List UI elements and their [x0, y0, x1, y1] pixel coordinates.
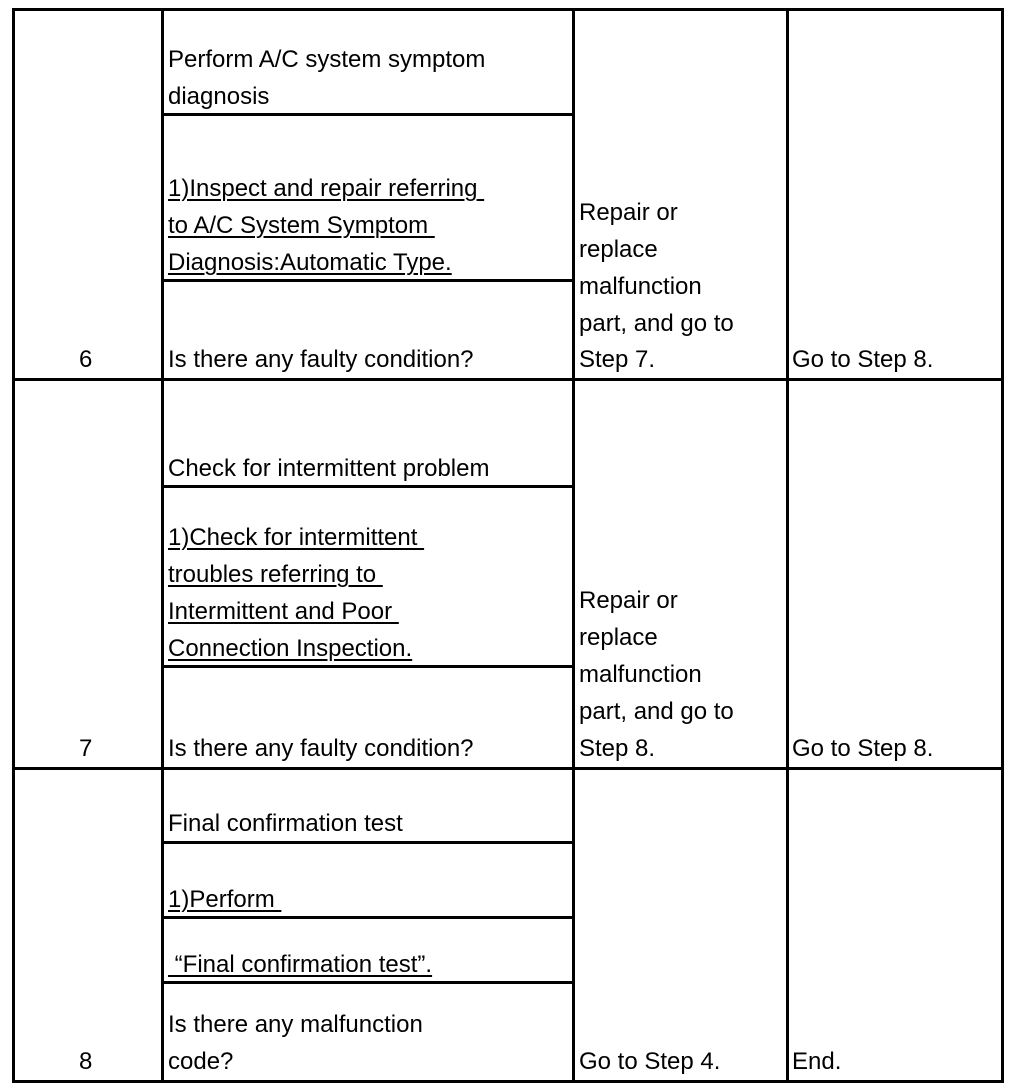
yes-action: malfunction	[579, 661, 702, 688]
no-cell-6	[786, 8, 1004, 381]
no-action: Go to Step 8.	[792, 346, 934, 373]
check-question: code?	[168, 1048, 234, 1075]
divider-line	[161, 981, 572, 984]
yes-action: replace	[579, 236, 658, 263]
step-cell-6	[12, 8, 164, 381]
check-question: Is there any malfunction	[168, 1011, 423, 1038]
instruction-link[interactable]: Intermittent and Poor	[168, 598, 399, 625]
yes-action: Go to Step 4.	[579, 1048, 721, 1075]
divider-line	[161, 279, 572, 282]
yes-action: malfunction	[579, 273, 702, 300]
step-cell-7	[12, 378, 164, 770]
check-question: Is there any faulty condition?	[168, 346, 474, 373]
check-title: Perform A/C system symptom	[168, 46, 486, 73]
instruction-link[interactable]: 1)Perform	[168, 886, 282, 913]
no-action: End.	[792, 1048, 842, 1075]
divider-line	[161, 665, 572, 668]
divider-line	[161, 841, 572, 844]
yes-cell-8	[572, 767, 789, 1083]
no-cell-8	[786, 767, 1004, 1083]
instruction-link[interactable]: Connection Inspection.	[168, 635, 413, 662]
step-number: 6	[79, 346, 93, 373]
instruction-link[interactable]: 1)Check for intermittent	[168, 524, 425, 551]
instruction-link[interactable]: 1)Inspect and repair referring	[168, 175, 485, 202]
yes-action: replace	[579, 624, 658, 651]
yes-action: Repair or	[579, 587, 678, 614]
step-cell-8	[12, 767, 164, 1083]
no-cell-7	[786, 378, 1004, 770]
divider-line	[161, 113, 572, 116]
yes-action: part, and go to	[579, 698, 734, 725]
check-title: Final confirmation test	[168, 810, 403, 837]
no-action: Go to Step 8.	[792, 735, 934, 762]
check-title: diagnosis	[168, 83, 270, 110]
yes-action: Repair or	[579, 199, 678, 226]
yes-action: part, and go to	[579, 310, 734, 337]
instruction-link[interactable]: troubles referring to	[168, 561, 383, 588]
yes-action: Step 7.	[579, 346, 656, 373]
step-number: 7	[79, 735, 93, 762]
instruction-link[interactable]: Diagnosis:Automatic Type.	[168, 249, 452, 276]
yes-action: Step 8.	[579, 735, 656, 762]
check-question: Is there any faulty condition?	[168, 735, 474, 762]
divider-line	[161, 916, 572, 919]
check-title: Check for intermittent problem	[168, 455, 490, 482]
instruction-link[interactable]: “Final confirmation test”.	[168, 951, 433, 978]
instruction-link[interactable]: to A/C System Symptom	[168, 212, 435, 239]
divider-line	[161, 485, 572, 488]
step-number: 8	[79, 1048, 93, 1075]
